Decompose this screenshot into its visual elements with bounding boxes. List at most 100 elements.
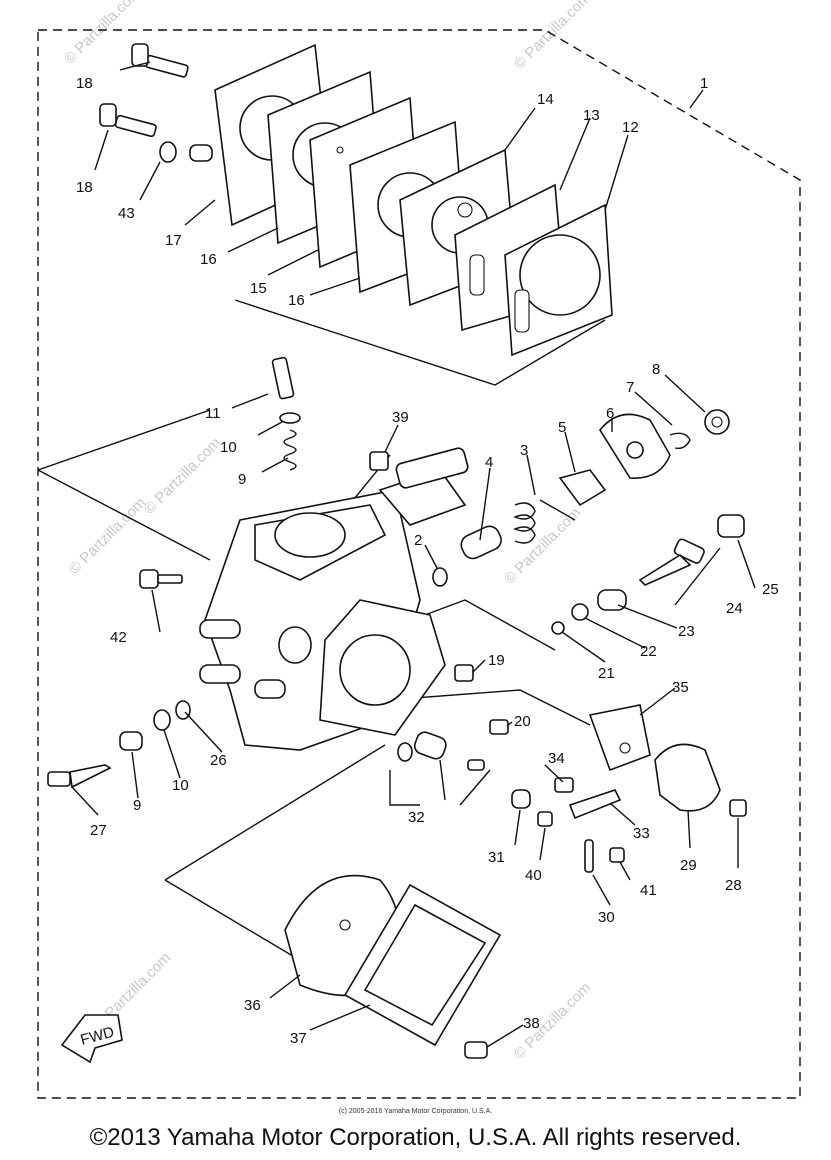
throttle-cam-29 (654, 743, 721, 812)
screw-18 (114, 114, 157, 138)
callout-38: 38 (523, 1015, 540, 1032)
gasket-32 (397, 742, 413, 762)
small-copyright: (c) 2005-2016 Yamaha Motor Corporation, … (338, 1108, 493, 1115)
needle-24 (673, 538, 705, 564)
callout-11: 11 (205, 405, 221, 422)
callout-23: 23 (678, 623, 695, 640)
fwd-arrow-icon (60, 1014, 123, 1064)
callout-39: 39 (392, 409, 409, 426)
callout-3: 3 (520, 442, 528, 459)
callout-5: 5 (558, 419, 566, 436)
callout-7: 7 (626, 379, 634, 396)
callout-labels: 1 2 3 4 5 6 7 8 9 9 10 10 11 12 13 14 15… (76, 75, 779, 1047)
callout-1: 1 (700, 75, 708, 92)
callout-4: 4 (485, 454, 493, 471)
spring-3 (513, 499, 576, 544)
callout-22: 22 (640, 643, 657, 660)
screw-41 (609, 847, 625, 863)
callout-18-lower: 18 (76, 179, 93, 196)
callout-26: 26 (210, 752, 227, 769)
callout-13: 13 (583, 107, 600, 124)
callout-35: 35 (672, 679, 689, 696)
screw-40 (537, 811, 553, 827)
callout-29: 29 (680, 857, 697, 874)
callout-34: 34 (548, 750, 565, 767)
callout-28: 28 (725, 877, 742, 894)
lever-33 (568, 789, 622, 820)
o-ring-26 (175, 700, 191, 720)
watermark-text: © Partzilla.com (511, 0, 594, 73)
top-fasteners (99, 43, 189, 163)
callout-leaders (71, 61, 756, 1048)
screw-18 (144, 54, 189, 78)
plate-35 (588, 704, 651, 772)
callout-9-upper: 9 (238, 471, 246, 488)
callout-15: 15 (250, 280, 267, 297)
screw-42 (139, 569, 159, 589)
callout-20: 20 (514, 713, 531, 730)
callout-36: 36 (244, 997, 261, 1014)
callout-9-lower: 9 (133, 797, 141, 814)
callout-27: 27 (90, 822, 107, 839)
screw-19 (454, 664, 474, 682)
o-ring-10 (279, 412, 301, 424)
callout-30: 30 (598, 909, 615, 926)
callout-17: 17 (165, 232, 182, 249)
watermark-text: © Partzilla.com (141, 434, 224, 517)
callout-2: 2 (414, 532, 422, 549)
spring-34 (554, 777, 574, 793)
callout-43: 43 (118, 205, 135, 222)
washer-43 (159, 141, 177, 163)
main-copyright: ©2013 Yamaha Motor Corporation, U.S.A. A… (89, 1124, 742, 1151)
screw-11 (271, 356, 295, 400)
carburetor-body (199, 447, 469, 751)
callout-12: 12 (622, 119, 639, 136)
lower-parts: FWD (60, 874, 502, 1064)
jet-32 (413, 731, 447, 760)
callout-19: 19 (488, 652, 505, 669)
callout-24: 24 (726, 600, 743, 617)
callout-8: 8 (652, 361, 660, 378)
callout-10-lower: 10 (172, 777, 189, 794)
spring-9 (119, 731, 143, 751)
collar-4 (460, 525, 502, 560)
callout-42: 42 (110, 629, 127, 646)
screw-20 (489, 719, 509, 735)
clip-31 (511, 789, 531, 809)
right-parts (397, 409, 747, 873)
watermark-text: © Partzilla.com (501, 504, 584, 587)
callout-10-upper: 10 (220, 439, 237, 456)
jet-32 (467, 759, 485, 771)
callout-33: 33 (633, 825, 650, 842)
left-parts (47, 356, 389, 789)
pin-30 (584, 839, 594, 873)
callout-32: 32 (408, 809, 425, 826)
cap-25 (717, 514, 745, 538)
callout-40: 40 (525, 867, 542, 884)
assembly-boundary (37, 29, 801, 1099)
spring-9 (283, 429, 297, 471)
callout-16-left: 16 (200, 251, 217, 268)
callout-25: 25 (762, 581, 779, 598)
grouping-lines (37, 299, 606, 991)
callout-14: 14 (537, 91, 554, 108)
washer-22 (571, 603, 589, 621)
callout-41: 41 (640, 882, 657, 899)
callout-31: 31 (488, 849, 505, 866)
o-ring-21 (551, 621, 565, 635)
callout-37: 37 (290, 1030, 307, 1047)
o-ring-10 (153, 709, 171, 731)
callout-6: 6 (606, 405, 614, 422)
callout-18-upper: 18 (76, 75, 93, 92)
bracket-5 (558, 469, 607, 507)
callout-21: 21 (598, 665, 615, 682)
callout-16-right: 16 (288, 292, 305, 309)
plate-stack (189, 43, 613, 357)
screw-28 (729, 799, 747, 817)
screw-38 (464, 1041, 488, 1059)
screw-39 (369, 451, 389, 471)
washer-2 (432, 567, 448, 587)
clip-7 (669, 432, 691, 450)
needle-27 (47, 771, 71, 787)
